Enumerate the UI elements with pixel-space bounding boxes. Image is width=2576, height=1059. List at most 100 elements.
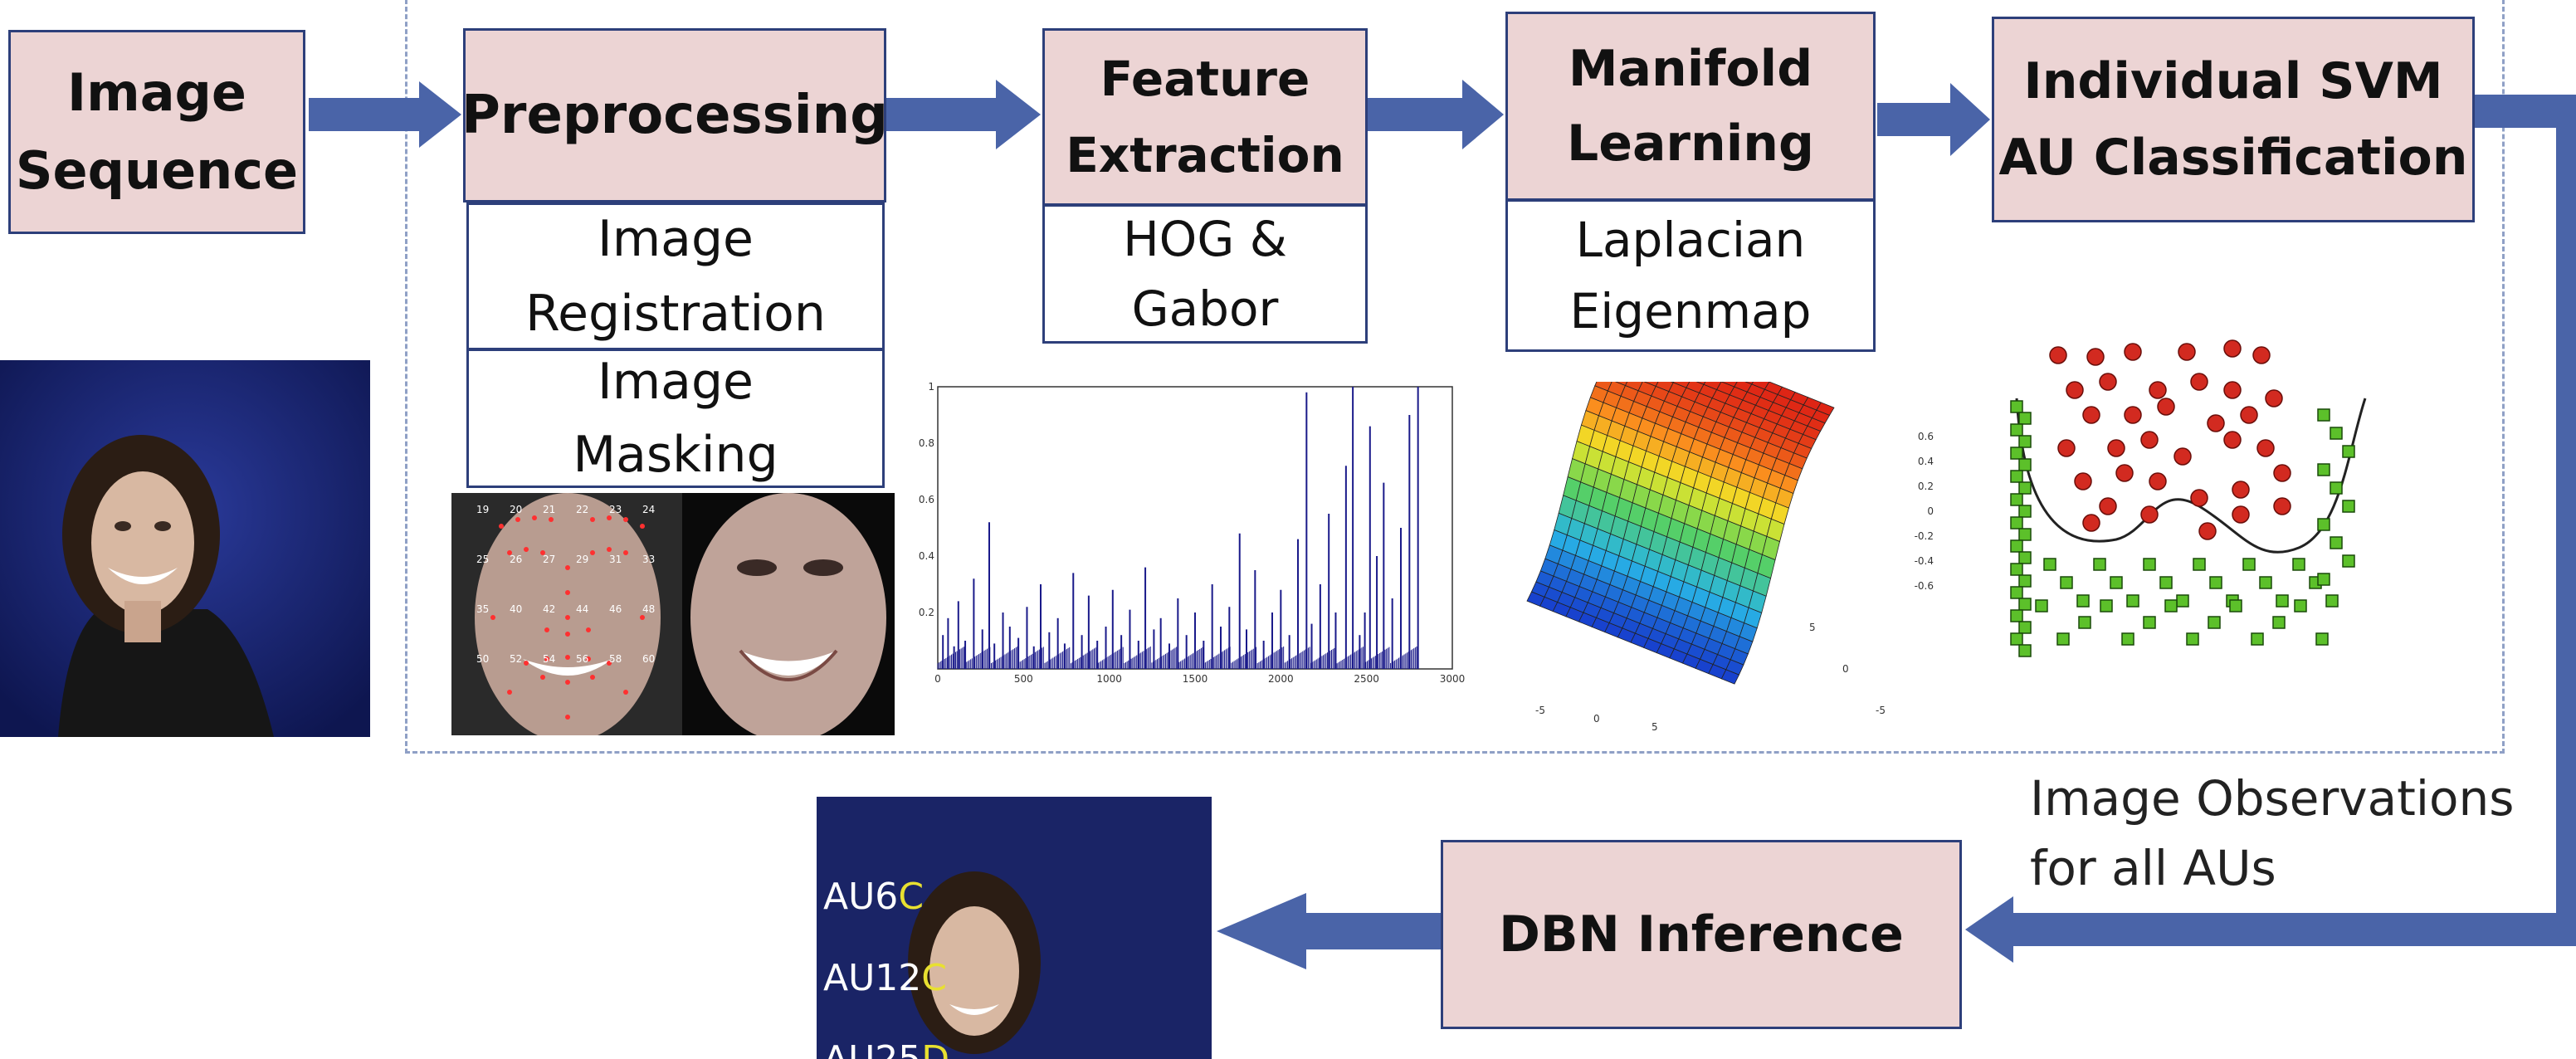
class-b-point [2186, 632, 2199, 646]
class-a-point [2074, 472, 2092, 490]
arrow-into-dbn [1965, 896, 2013, 963]
class-b-point [2292, 558, 2305, 571]
z-tick-label: 0.2 [1918, 481, 1934, 492]
manifold-surface-svg: 0.60.40.20-0.2-0.4-0.6-505-505 [1526, 382, 1934, 730]
class-b-point [2176, 594, 2189, 608]
class-b-point [2342, 554, 2355, 568]
class-b-point [2208, 616, 2221, 629]
svm-classification-box: Individual SVM AU Classification [1992, 17, 2475, 222]
arrow-feature-to-manifold [1368, 80, 1504, 149]
landmark-label: 52 [510, 653, 522, 665]
arrow-prep-to-feature [886, 80, 1041, 149]
class-a-point [2066, 381, 2084, 399]
arrow-manifold-to-svm [1877, 83, 1990, 156]
x-tick-label: 3000 [1440, 673, 1466, 685]
au-state: C [921, 957, 948, 999]
class-a-point [2232, 505, 2250, 524]
decision-boundary [2015, 398, 2367, 554]
class-b-point [2294, 599, 2307, 612]
class-b-point [2143, 616, 2156, 629]
landmark-label: 40 [510, 603, 522, 615]
class-b-point [2272, 616, 2286, 629]
class-a-point [2057, 439, 2076, 457]
image-sequence-box: Image Sequence [8, 30, 305, 234]
z-tick-label: -0.4 [1915, 555, 1934, 567]
image-registration-line2: Registration [525, 285, 826, 343]
class-a-point [2149, 381, 2167, 399]
landmark-label: 22 [576, 504, 588, 515]
landmark-label: 60 [642, 653, 655, 665]
z-tick-label: 0 [1927, 505, 1934, 517]
au-label-row: AU25D [823, 1019, 949, 1059]
au-label-row: AU12C [823, 938, 949, 1019]
x-tick-label: 500 [1014, 673, 1033, 685]
y-tick-label: 0.8 [919, 437, 934, 449]
z-tick-label: -0.6 [1915, 580, 1934, 592]
class-a-point [2198, 522, 2217, 540]
class-a-point [2232, 481, 2250, 499]
y-tick-label: 1 [928, 381, 934, 393]
landmark-label: 58 [609, 653, 622, 665]
surface-cell [1744, 382, 1754, 385]
class-a-point [2099, 497, 2117, 515]
y-tick-label: 0.2 [919, 607, 934, 618]
class-b-point [2121, 632, 2134, 646]
image-masking-box: Image Masking [466, 349, 885, 488]
image-sequence-line2: Sequence [15, 140, 299, 201]
landmark-label: 48 [642, 603, 655, 615]
surface-cell [1751, 382, 1770, 390]
class-a-point [2140, 505, 2159, 524]
class-b-point [2100, 599, 2113, 612]
class-a-point [2178, 343, 2196, 361]
class-b-point [2018, 412, 2032, 425]
class-b-point [2018, 574, 2032, 588]
landmark-label: 50 [476, 653, 489, 665]
class-b-point [2209, 576, 2222, 589]
dbn-inference-label: DBN Inference [1499, 905, 1904, 964]
class-b-point [2330, 481, 2343, 495]
class-b-point [2159, 576, 2173, 589]
class-b-point [2010, 563, 2023, 576]
class-b-point [2010, 632, 2023, 646]
observation-note-line2: for all AUs [2030, 840, 2276, 896]
y-tick-label: 5 [1809, 622, 1816, 633]
class-b-point [2018, 528, 2032, 541]
image-sequence-line1: Image [67, 62, 246, 123]
laplacian-eigenmap-line1: Laplacian [1575, 212, 1806, 268]
au-code: AU12 [823, 957, 922, 999]
class-a-point [2190, 373, 2208, 391]
landmark-label: 29 [576, 554, 588, 565]
hog-gabor-line1: HOG & [1123, 211, 1287, 267]
class-b-point [2164, 599, 2178, 612]
class-b-point [2018, 551, 2032, 564]
class-a-point [2265, 389, 2283, 407]
surface-cell [1672, 382, 1690, 388]
class-a-point [2223, 339, 2242, 358]
au-state: D [921, 1038, 949, 1059]
class-a-point [2099, 373, 2117, 391]
image-masking-line1: Image [598, 353, 754, 411]
manifold-learning-line1: Manifold [1568, 40, 1813, 98]
class-a-point [2115, 464, 2134, 482]
landmark-label: 33 [642, 554, 655, 565]
masked-face-drawing [682, 493, 895, 735]
class-a-point [2086, 348, 2105, 366]
class-a-point [2082, 514, 2100, 532]
z-tick-label: -0.2 [1915, 530, 1934, 542]
class-b-point [2010, 470, 2023, 483]
svm-line2: AU Classification [1998, 129, 2468, 187]
feature-extraction-line1: Feature [1100, 51, 1310, 107]
x-tick-label: 1000 [1096, 673, 1122, 685]
class-a-point [2273, 497, 2291, 515]
y-tick-label: 0.6 [919, 494, 934, 505]
class-a-point [2124, 406, 2142, 424]
class-b-point [2010, 609, 2023, 622]
surface-cell [1703, 382, 1722, 390]
y-tick-label: 0.4 [919, 550, 934, 562]
image-registration-line1: Image [598, 210, 754, 268]
class-a-point [2174, 447, 2192, 466]
